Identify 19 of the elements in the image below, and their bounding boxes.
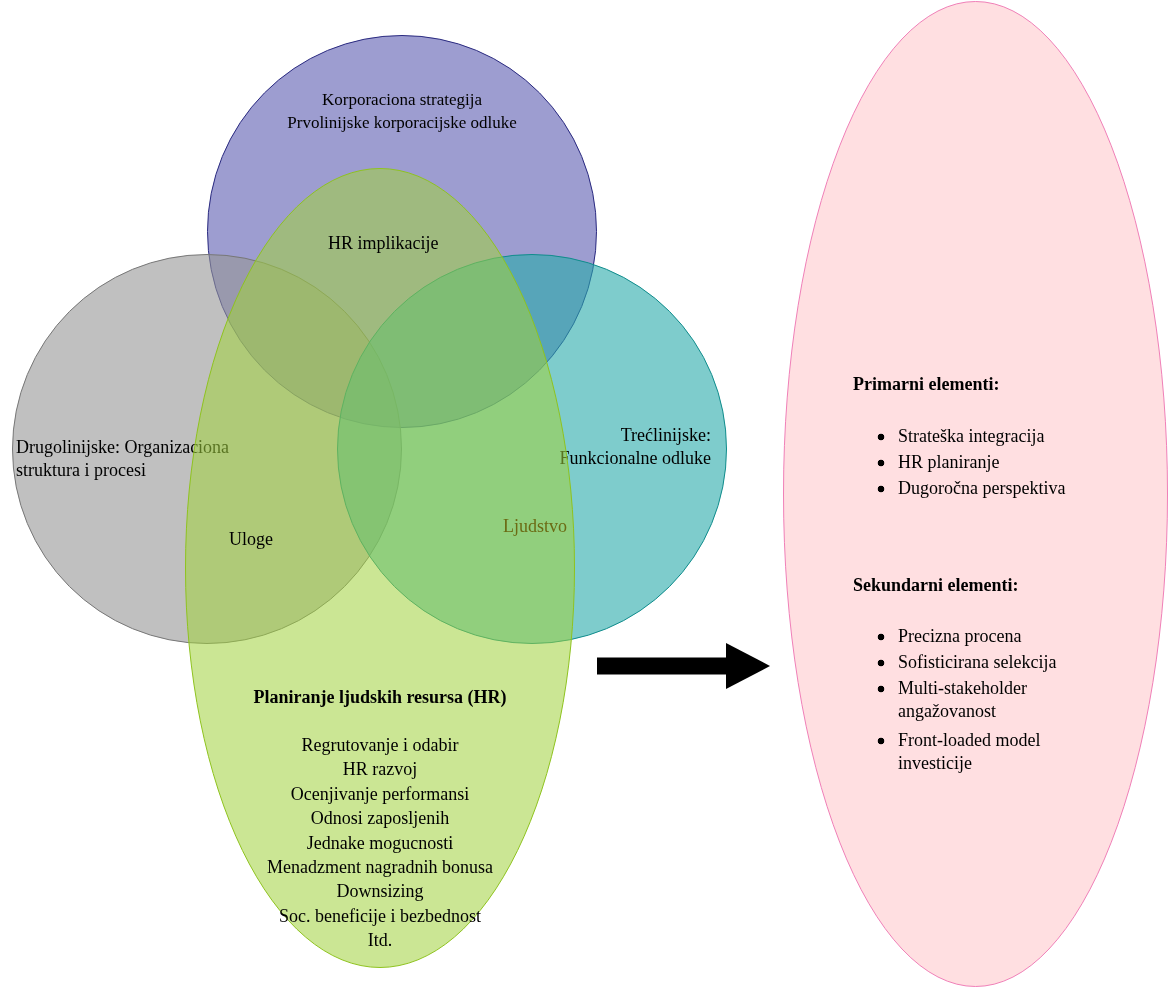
overlap-label: Ljudstvo — [503, 516, 567, 537]
list-item: Jednake mogucnosti — [305, 831, 455, 855]
ellipse-heading: Planiranje ljudskih resursa (HR) — [252, 686, 508, 709]
section-heading: Primarni elementi: — [853, 373, 1000, 396]
block-arrow — [597, 643, 770, 689]
circle-heading: Korporaciona strategija — [321, 89, 483, 111]
list-item: Menadzment nagradnih bonusa — [266, 856, 494, 879]
list-item: Downsizing — [335, 880, 425, 904]
list-item: HR razvoj — [341, 758, 419, 782]
list-item: Odnosi zaposljenih — [309, 807, 451, 831]
overlap-label: Uloge — [229, 529, 273, 550]
list-item: Soc. beneficije i bezbednost — [278, 904, 482, 928]
list-item: Itd. — [366, 929, 394, 953]
section-heading: Sekundarni elementi: — [853, 574, 1019, 597]
circle-heading: Prvolinijske korporacijske odluke — [286, 112, 518, 134]
overlap-label: HR implikacije — [328, 233, 439, 254]
list-item: Ocenjivanje performansi — [289, 782, 471, 806]
list-item: Regrutovanje i odabir — [300, 734, 460, 757]
elements-ellipse — [783, 1, 1168, 987]
